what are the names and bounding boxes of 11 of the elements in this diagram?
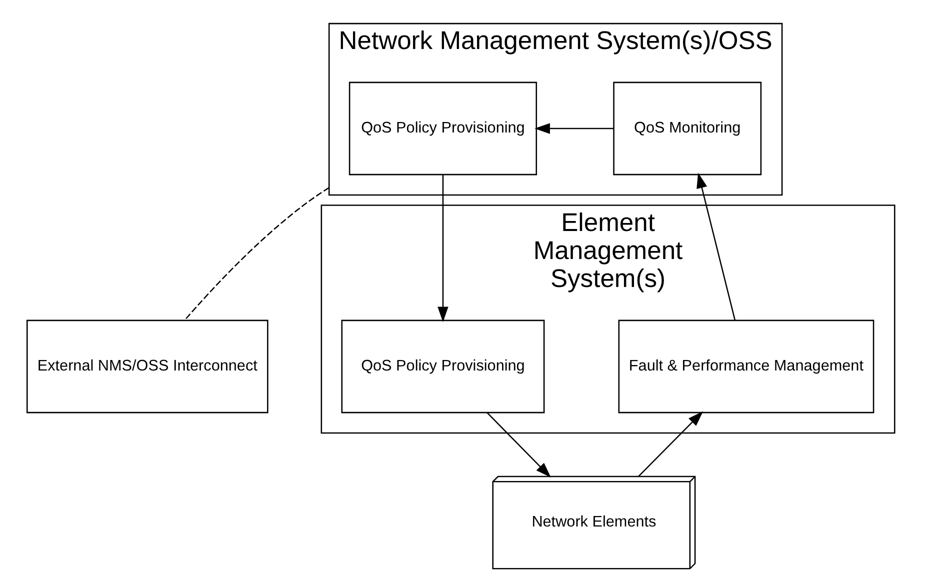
node-box: Fault & Performance Management — [618, 320, 874, 414]
arrow — [486, 412, 551, 478]
arrow — [438, 174, 448, 322]
arrow — [696, 172, 736, 320]
arrow — [534, 123, 614, 134]
node-box: QoS Policy Provisioning — [341, 320, 545, 414]
node-box: External NMS/OSS Interconnect — [26, 320, 268, 414]
connector — [184, 187, 330, 321]
arrow — [638, 411, 704, 477]
node-box: QoS Policy Provisioning — [348, 82, 538, 176]
node-box: QoS Monitoring — [613, 82, 762, 176]
